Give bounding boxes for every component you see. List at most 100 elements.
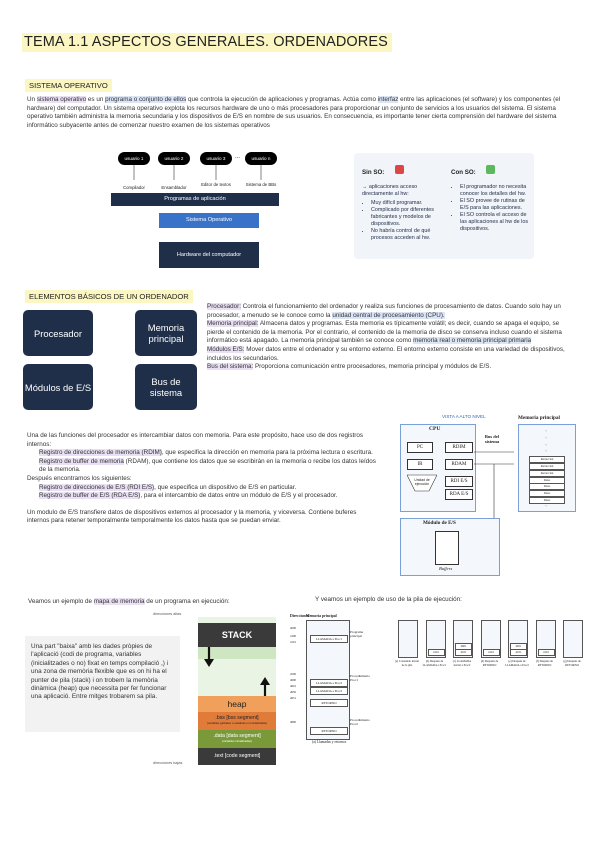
bus-label: Bus del sistema xyxy=(484,434,500,444)
address-label: 4101 xyxy=(290,640,296,644)
cpu-label: CPU xyxy=(429,426,441,432)
stack-cell: 4101 xyxy=(537,649,555,656)
memory-dot: • xyxy=(545,430,547,433)
registers-intro: Una de las funciones del procesador es i… xyxy=(27,432,364,448)
apps-layer: Programas de aplicación xyxy=(111,193,279,206)
registers-text: Una de las funciones del procesador es i… xyxy=(27,432,379,526)
os-layer-diagram: usuario 1 usuario 2 usuario 3 ... usuari… xyxy=(111,152,279,268)
memory-label: Memoria principal xyxy=(518,415,560,421)
without-os-lead: → aplicaciones acceso directamente al hw… xyxy=(362,184,418,197)
thumbs-down-icon xyxy=(394,165,404,175)
register-ir: IR xyxy=(407,459,433,470)
exec-unit-label: Unidad de ejecución xyxy=(414,478,430,486)
memory-map-caption: Veamos un ejemplo de mapa de memoria de … xyxy=(28,598,230,607)
system-bus-box: Bus de sistema xyxy=(135,364,197,410)
user-node: usuario 2 xyxy=(158,152,190,165)
call-proc2-cell-a: LLAMADA a Proc2 xyxy=(310,679,348,687)
os-text-run: que controla la ejecución de aplicacione… xyxy=(186,96,378,103)
registers-more: Después encontramos los siguientes: xyxy=(27,474,132,482)
os-text-run: es un xyxy=(86,96,106,103)
definition-run: Controla el funcionamiento del ordenador… xyxy=(207,303,561,319)
processor-box: Procesador xyxy=(23,310,93,356)
compare-item: El programador no necesita conocer los d… xyxy=(460,184,534,198)
buffers-box xyxy=(435,531,459,565)
without-os-col: Sin SO: → aplicaciones acceso directamen… xyxy=(362,161,449,242)
os-paragraph: Un sistema operativo es un programa o co… xyxy=(27,96,572,130)
stack-state-caption: (b) Después de LLAMADA a Proc1 xyxy=(422,659,447,667)
address-label: 4600 xyxy=(290,678,296,682)
without-os-title: Sin SO: xyxy=(362,169,385,176)
stack-segment: STACK xyxy=(198,623,276,647)
caption-run: de un programa en ejecución: xyxy=(144,598,230,605)
memory-row: Datos xyxy=(529,490,565,498)
thumbs-up-icon xyxy=(486,165,496,175)
memory-row: Datos xyxy=(529,476,565,484)
caption-run: Veamos un ejemplo de xyxy=(28,598,94,605)
arrow-down-icon xyxy=(204,647,214,667)
definition-item: Memoria principal: Almacena datos y prog… xyxy=(207,320,574,346)
stack-cell: 4101 xyxy=(510,649,527,656)
os-text-run: interfaz xyxy=(377,96,399,103)
register-rdim: Registro de direcciones de memoria (RDIM… xyxy=(27,449,379,458)
high-address-label: direcciones altas xyxy=(153,612,182,616)
io-module-text: Un modulo de E/S transfiere datos de dis… xyxy=(27,508,357,525)
arch-caption: VISTA A ALTO NIVEL xyxy=(442,414,486,419)
ellipsis: ... xyxy=(235,154,241,160)
user-node: usuario 3 xyxy=(200,152,232,165)
stack-cell: 4101 xyxy=(427,649,445,656)
elements-definitions: Procesador: Controla el funcionamiento d… xyxy=(207,303,574,372)
register-rdies: RDI E/S xyxy=(445,476,473,487)
definition-run: Memoria principal: xyxy=(207,320,259,328)
stack-cell: 4101 xyxy=(482,649,500,656)
proc2-label: Procedimiento Proc2 xyxy=(350,718,370,726)
definition-item: Procesador: Controla el funcionamiento d… xyxy=(207,303,574,320)
definition-item: Módulos E/S: Mover datos entre el ordena… xyxy=(207,345,574,363)
register-run: (RDAM), que contiene los datos que se es… xyxy=(39,457,376,474)
compare-item: Complicado por diferentes fabricantes y … xyxy=(371,207,449,228)
addr-col-label: Direcciones xyxy=(290,614,309,618)
memory-row: Datos xyxy=(529,483,565,491)
definition-run: memoria real o memoria principal primari… xyxy=(413,337,532,345)
definition-run: Mover datos entre el ordenador y su ento… xyxy=(207,345,565,362)
register-rdaes: Registro de buffer de E/S (RDA E/S), par… xyxy=(27,492,379,501)
tool-label: Editor de textos xyxy=(201,182,231,187)
register-rdim: RDIM xyxy=(445,442,473,453)
exec-unit-shape xyxy=(407,474,437,492)
with-os-col: Con SO: El programador no necesita conoc… xyxy=(451,161,534,233)
memory-dot: • xyxy=(545,450,547,454)
section-heading-elements: ELEMENTOS BÁSICOS DE UN ORDENADOR xyxy=(25,290,193,303)
compare-item: Muy difícil programar. xyxy=(371,200,449,207)
register-run: , que especifica la dirección en memoria… xyxy=(161,449,373,457)
memory-row: Instrucción xyxy=(529,456,565,464)
memory-row: Datos xyxy=(529,497,565,504)
definition-run: Procesador: xyxy=(207,303,241,310)
tool-label: Ensamblador xyxy=(161,185,187,190)
mem-col-label: Memoria principal xyxy=(306,614,337,618)
stack-memory: LLAMADA a Proc1 LLAMADA a Proc2 LLAMADA … xyxy=(306,620,350,740)
os-text-run: entre las aplicaciones (el software) y l… xyxy=(27,96,561,129)
section-heading-os: SISTEMA OPERATIVO xyxy=(25,79,112,92)
io-modules-box: Módulos de E/S xyxy=(23,364,93,410)
address-label: 4650 xyxy=(290,690,296,694)
call-proc1-cell: LLAMADA a Proc1 xyxy=(310,635,348,643)
with-os-title: Con SO: xyxy=(451,169,476,176)
io-module-box: Módulo de E/S Buffers xyxy=(400,518,500,576)
register-run: , para el intercambio de datos entre un … xyxy=(140,492,338,500)
user-node: usuario n xyxy=(245,152,277,165)
definition-run: unidad central de procesamiento (CPU). xyxy=(332,311,445,319)
without-os-list: Muy difícil programar.Complicado por dif… xyxy=(362,200,449,242)
register-run: , que especifica un dispositivo de E/S e… xyxy=(154,483,297,491)
text-segment: .text [code segment] xyxy=(198,748,276,765)
compare-item: El SO controla el acceso de las aplicaci… xyxy=(460,212,534,233)
address-label: 4000 xyxy=(290,626,296,630)
stack-state-caption: (f) Después de RETORNO xyxy=(536,659,553,667)
stack-state-caption: (g) Después de RETORNO xyxy=(563,659,581,667)
stack-region xyxy=(198,647,276,659)
bss-sub: (variables globales o estáticas no inici… xyxy=(206,721,268,725)
data-label: .data [data segment] xyxy=(213,733,261,739)
memory-dot: • xyxy=(545,504,547,508)
stack-state-caption: (a) Contenido inicial de la pila xyxy=(395,659,419,667)
stack-column: 4101 xyxy=(480,620,501,658)
compare-item: El SO provee de rutinas de E/S para las … xyxy=(460,198,534,212)
